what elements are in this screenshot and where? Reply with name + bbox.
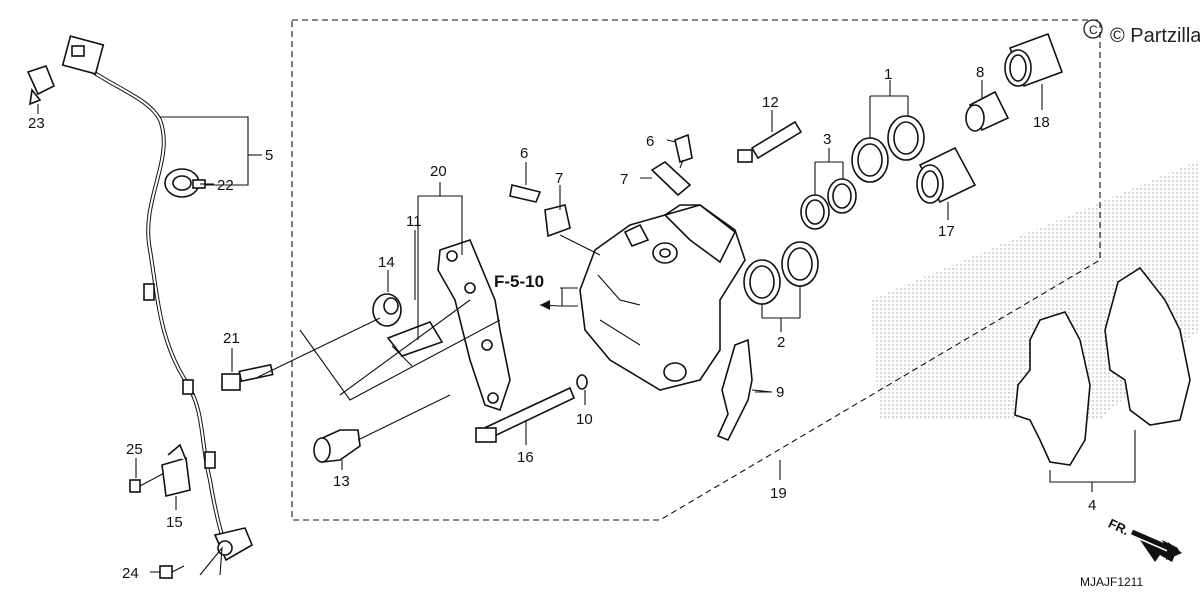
callout-18: 18 xyxy=(1033,114,1050,131)
callout-23: 23 xyxy=(28,115,45,132)
callout-24: 24 xyxy=(122,565,139,582)
watermark: C © Partzilla xyxy=(1083,19,1200,47)
callout-7-left: 7 xyxy=(555,170,563,187)
part-4-brake-pads xyxy=(1014,266,1191,492)
callout-22: 22 xyxy=(217,177,234,194)
callout-4: 4 xyxy=(1088,497,1096,514)
callout-17: 17 xyxy=(938,223,955,240)
part-19-caliper-body xyxy=(579,204,746,391)
reference-label: F-5-10 xyxy=(494,272,544,291)
callout-9: 9 xyxy=(776,384,784,401)
part-7-cap-upper xyxy=(650,161,692,197)
part-7-cap-left xyxy=(544,204,601,256)
part-6-bleeder-upper xyxy=(674,133,693,169)
callout-6-left: 6 xyxy=(520,145,528,162)
callout-2: 2 xyxy=(777,334,785,351)
part-20-bracket xyxy=(437,239,511,412)
callout-3: 3 xyxy=(823,131,831,148)
callout-12: 12 xyxy=(762,94,779,111)
part-14-boot xyxy=(372,293,402,327)
part-2-seals xyxy=(743,241,819,305)
part-10-washer xyxy=(576,374,588,390)
callout-10: 10 xyxy=(576,411,593,428)
part-11-pad-spring xyxy=(386,321,444,367)
part-9-spring xyxy=(716,338,773,442)
direction-label: FR. xyxy=(1106,516,1131,538)
callout-25: 25 xyxy=(126,441,143,458)
part-23-clip xyxy=(26,65,56,106)
part-24-bolt xyxy=(159,565,185,579)
assembly-boundary xyxy=(291,19,1101,521)
diagram-code: MJAJF1211 xyxy=(1080,575,1143,589)
callout-21: 21 xyxy=(223,330,240,347)
callout-13: 13 xyxy=(333,473,350,490)
part-1-seals xyxy=(851,115,925,183)
callout-numbers: 1 2 3 4 5 6 6 7 7 8 9 10 11 12 13 14 15 … xyxy=(28,64,1096,582)
callout-7-upper: 7 xyxy=(620,171,628,188)
part-12-pin xyxy=(737,120,803,163)
front-direction-arrow: FR. xyxy=(1106,516,1182,562)
leader-lines xyxy=(37,80,1043,576)
part-13-pin xyxy=(313,394,451,463)
callout-6-upper: 6 xyxy=(646,133,654,150)
part-8-piston xyxy=(965,90,1010,132)
callout-5: 5 xyxy=(265,147,273,164)
part-6-bleeder-left xyxy=(509,184,542,203)
svg-text:C: C xyxy=(1089,23,1098,37)
callout-1: 1 xyxy=(884,66,892,83)
callout-19: 19 xyxy=(770,485,787,502)
part-3-seals xyxy=(800,178,857,230)
abs-sensor-harness xyxy=(61,35,254,562)
callout-20: 20 xyxy=(430,163,447,180)
part-15-bracket xyxy=(161,443,191,497)
part-16-pin xyxy=(475,386,576,443)
part-18-piston xyxy=(1004,32,1064,88)
callout-15: 15 xyxy=(166,514,183,531)
part-22-clamp xyxy=(164,168,206,198)
part-21-bolt xyxy=(221,317,381,391)
callout-11: 11 xyxy=(406,213,422,230)
callout-14: 14 xyxy=(378,254,395,271)
watermark-text: © Partzilla xyxy=(1110,25,1200,47)
callout-8: 8 xyxy=(976,64,984,81)
part-17-piston xyxy=(916,146,977,204)
callout-16: 16 xyxy=(517,449,534,466)
